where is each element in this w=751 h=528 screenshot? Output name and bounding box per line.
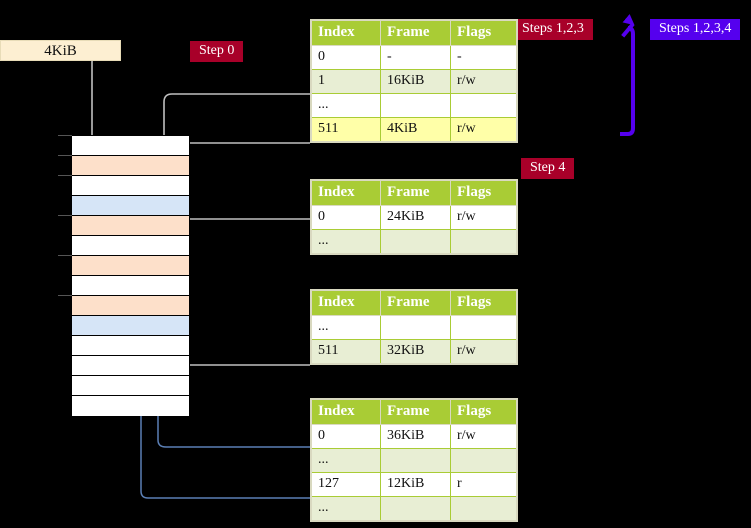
cell-frame: - bbox=[380, 45, 451, 70]
cell-index: 127 bbox=[310, 472, 381, 497]
table-row: ... bbox=[310, 229, 518, 255]
cell-index: ... bbox=[310, 229, 381, 255]
cell-index: ... bbox=[310, 448, 381, 473]
cell-index: 0 bbox=[310, 424, 381, 449]
page-table-level-2: Index Frame Flags ... 511 32KiB r/w bbox=[310, 289, 518, 365]
grid-tick bbox=[58, 175, 72, 176]
cell-flags: r bbox=[450, 472, 518, 497]
page-table-level-0: Index Frame Flags 0 - - 1 16KiB r/w ... bbox=[310, 19, 518, 143]
cell-flags: r/w bbox=[450, 205, 518, 230]
cell-flags bbox=[450, 496, 518, 522]
memory-row bbox=[72, 356, 189, 376]
table-row: 511 32KiB r/w bbox=[310, 339, 518, 365]
cell-flags: r/w bbox=[450, 117, 518, 143]
memory-row bbox=[72, 256, 189, 276]
memory-row bbox=[72, 216, 189, 236]
wire-purple-steps-bracket bbox=[620, 14, 635, 136]
memory-row bbox=[72, 156, 189, 176]
column-header-flags: Flags bbox=[450, 289, 518, 316]
cell-frame: 16KiB bbox=[380, 69, 451, 94]
grid-tick bbox=[58, 215, 72, 216]
memory-row bbox=[72, 296, 189, 316]
cell-flags: r/w bbox=[450, 424, 518, 449]
column-header-index: Index bbox=[310, 398, 381, 425]
cell-index: 0 bbox=[310, 45, 381, 70]
table-header-row: Index Frame Flags bbox=[310, 179, 518, 206]
column-header-flags: Flags bbox=[450, 19, 518, 46]
column-header-frame: Frame bbox=[380, 19, 451, 46]
cell-frame bbox=[380, 93, 451, 118]
memory-row bbox=[72, 196, 189, 216]
cell-flags bbox=[450, 93, 518, 118]
memory-row bbox=[72, 396, 189, 416]
memory-row bbox=[72, 236, 189, 256]
column-header-index: Index bbox=[310, 289, 381, 316]
physical-memory-column bbox=[71, 135, 190, 416]
cell-flags: r/w bbox=[450, 69, 518, 94]
memory-row bbox=[72, 316, 189, 336]
table-row: 0 - - bbox=[310, 45, 518, 70]
cell-index: ... bbox=[310, 496, 381, 522]
size-box-4kib: 4KiB bbox=[0, 40, 121, 61]
memory-row bbox=[72, 276, 189, 296]
column-header-frame: Frame bbox=[380, 398, 451, 425]
table-row: 1 16KiB r/w bbox=[310, 69, 518, 94]
memory-row bbox=[72, 336, 189, 356]
badge-steps-123: Steps 1,2,3 bbox=[513, 19, 593, 40]
badge-steps-1234: Steps 1,2,3,4 bbox=[650, 19, 741, 40]
column-header-flags: Flags bbox=[450, 398, 518, 425]
cell-index: 1 bbox=[310, 69, 381, 94]
wire-grid-to-table2 bbox=[173, 291, 310, 366]
cell-frame bbox=[380, 229, 451, 255]
page-table-level-1: Index Frame Flags 0 24KiB r/w ... bbox=[310, 179, 518, 255]
table-row: ... bbox=[310, 93, 518, 118]
cell-flags: - bbox=[450, 45, 518, 70]
cell-flags bbox=[450, 315, 518, 340]
table-row: 127 12KiB r bbox=[310, 472, 518, 497]
column-header-frame: Frame bbox=[380, 179, 451, 206]
table-row: ... bbox=[310, 315, 518, 340]
cell-frame: 32KiB bbox=[380, 339, 451, 365]
page-table-level-3: Index Frame Flags 0 36KiB r/w ... 127 12… bbox=[310, 398, 518, 522]
cell-flags bbox=[450, 448, 518, 473]
memory-row bbox=[72, 176, 189, 196]
cell-index: 0 bbox=[310, 205, 381, 230]
table-row-highlighted: 511 4KiB r/w bbox=[310, 117, 518, 143]
cell-frame: 12KiB bbox=[380, 472, 451, 497]
column-header-flags: Flags bbox=[450, 179, 518, 206]
grid-tick bbox=[58, 155, 72, 156]
badge-step-4: Step 4 bbox=[521, 158, 575, 179]
badge-step-0: Step 0 bbox=[190, 41, 244, 62]
cell-frame bbox=[380, 315, 451, 340]
table-row: 0 24KiB r/w bbox=[310, 205, 518, 230]
grid-tick bbox=[58, 255, 72, 256]
memory-row bbox=[72, 136, 189, 156]
table-row: ... bbox=[310, 448, 518, 473]
column-header-frame: Frame bbox=[380, 289, 451, 316]
cell-index: 511 bbox=[310, 117, 381, 143]
grid-tick bbox=[58, 135, 72, 136]
cell-frame: 36KiB bbox=[380, 424, 451, 449]
memory-row bbox=[72, 376, 189, 396]
cell-index: ... bbox=[310, 93, 381, 118]
cell-frame bbox=[380, 448, 451, 473]
column-header-index: Index bbox=[310, 19, 381, 46]
cell-flags bbox=[450, 229, 518, 255]
cell-frame: 24KiB bbox=[380, 205, 451, 230]
column-header-index: Index bbox=[310, 179, 381, 206]
table-row: ... bbox=[310, 496, 518, 522]
grid-tick bbox=[58, 295, 72, 296]
cell-frame bbox=[380, 496, 451, 522]
cell-frame: 4KiB bbox=[380, 117, 451, 143]
cell-index: 511 bbox=[310, 339, 381, 365]
table-row: 0 36KiB r/w bbox=[310, 424, 518, 449]
cell-index: ... bbox=[310, 315, 381, 340]
table-header-row: Index Frame Flags bbox=[310, 289, 518, 316]
table-header-row: Index Frame Flags bbox=[310, 398, 518, 425]
cell-flags: r/w bbox=[450, 339, 518, 365]
table-header-row: Index Frame Flags bbox=[310, 19, 518, 46]
